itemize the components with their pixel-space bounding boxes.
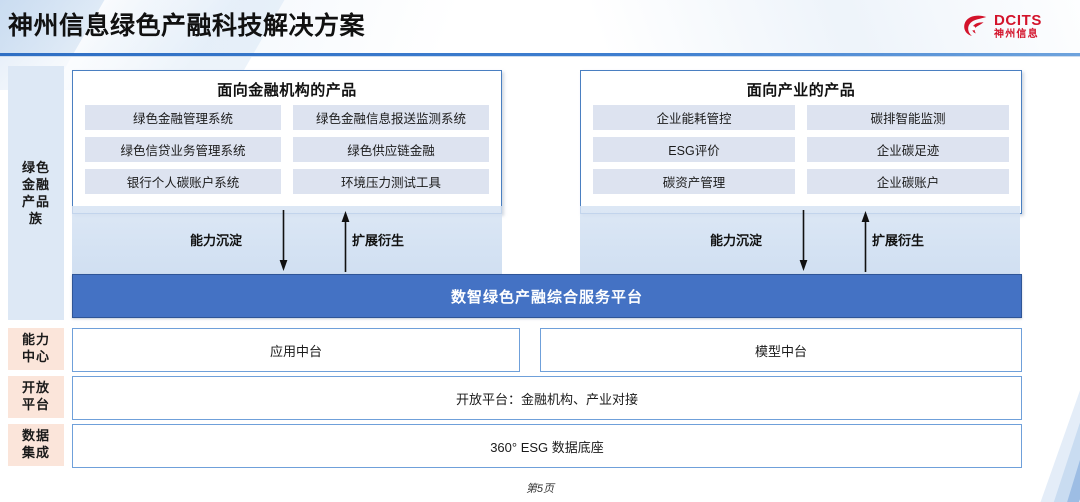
layer-box-data-foundation[interactable]: 360° ESG 数据底座 [72, 424, 1022, 468]
flow-label-capability-precipitation: 能力沉淀 [190, 233, 243, 248]
product-chip[interactable]: 碳排智能监测 [807, 105, 1009, 130]
header-divider [0, 53, 1080, 56]
panel-industry-title: 面向产业的产品 [746, 82, 856, 99]
rail-product-family: 绿色 金融 产品 族 [8, 66, 64, 320]
brand-logo: DCITS 神州信息 [962, 8, 1070, 44]
slide-header: 神州信息绿色产融科技解决方案 [0, 0, 1080, 56]
layer-box-model-middle-platform[interactable]: 模型中台 [540, 328, 1022, 372]
page-number: 第5页 [525, 483, 555, 495]
rail-product-family-label: 绿色 金融 产品 族 [21, 159, 50, 227]
rail-data-integration-label: 数据 集成 [21, 428, 50, 460]
product-chip[interactable]: 碳资产管理 [593, 169, 795, 194]
arrow-down-icon [279, 210, 288, 271]
logo-text-en: DCITS [994, 11, 1042, 29]
layer-box-open-platform[interactable]: 开放平台：金融机构、产业对接 [72, 376, 1022, 420]
product-chip[interactable]: 环境压力测试工具 [293, 169, 489, 194]
panel-industry-products: 面向产业的产品 企业能耗管控 碳排智能监测 ESG评价 企业碳足迹 碳资产管理 … [580, 70, 1022, 214]
rail-ability-center: 能力 中心 [8, 328, 64, 370]
flow-label-capability-precipitation: 能力沉淀 [710, 233, 763, 248]
platform-banner[interactable]: 数智绿色产融综合服务平台 [72, 274, 1022, 318]
layer-box-application-middle-platform[interactable]: 应用中台 [72, 328, 520, 372]
product-chip[interactable]: 绿色金融信息报送监测系统 [293, 105, 489, 130]
logo-wordmark: DCITS 神州信息 [994, 13, 1042, 40]
product-chip[interactable]: 绿色金融管理系统 [85, 105, 281, 130]
arrow-up-icon [861, 211, 870, 272]
platform-banner-label: 数智绿色产融综合服务平台 [450, 288, 643, 306]
product-chip[interactable]: 银行个人碳账户系统 [85, 169, 281, 194]
product-chip[interactable]: 绿色信贷业务管理系统 [85, 137, 281, 162]
flow-group-left: 能力沉淀 扩展衍生 [72, 206, 502, 278]
flow-label-expansion-derivation: 扩展衍生 [872, 233, 925, 248]
panel-industry-grid: 企业能耗管控 碳排智能监测 ESG评价 企业碳足迹 碳资产管理 企业碳账户 [593, 105, 1009, 194]
product-chip[interactable]: 绿色供应链金融 [293, 137, 489, 162]
panel-financial-grid: 绿色金融管理系统 绿色金融信息报送监测系统 绿色信贷业务管理系统 绿色供应链金融… [85, 105, 489, 194]
flow-label-expansion-derivation: 扩展衍生 [352, 233, 405, 248]
logo-text-cn: 神州信息 [994, 28, 1039, 40]
arrow-up-icon [341, 211, 350, 272]
panel-financial-title: 面向金融机构的产品 [217, 82, 357, 99]
dcits-swoosh-icon [964, 15, 987, 36]
product-chip[interactable]: 企业能耗管控 [593, 105, 795, 130]
header-background-decoration [0, 0, 1080, 56]
header-divider-shadow [0, 56, 1080, 57]
rail-open-platform-label: 开放 平台 [21, 380, 50, 412]
rail-open-platform: 开放 平台 [8, 376, 64, 418]
rail-ability-center-label: 能力 中心 [21, 332, 50, 364]
page-title: 神州信息绿色产融科技解决方案 [8, 12, 366, 40]
product-chip[interactable]: ESG评价 [593, 137, 795, 162]
product-chip[interactable]: 企业碳账户 [807, 169, 1009, 194]
rail-data-integration: 数据 集成 [8, 424, 64, 466]
product-chip[interactable]: 企业碳足迹 [807, 137, 1009, 162]
arrow-down-icon [799, 210, 808, 271]
panel-financial-products: 面向金融机构的产品 绿色金融管理系统 绿色金融信息报送监测系统 绿色信贷业务管理… [72, 70, 502, 214]
flow-group-right: 能力沉淀 扩展衍生 [580, 206, 1020, 278]
